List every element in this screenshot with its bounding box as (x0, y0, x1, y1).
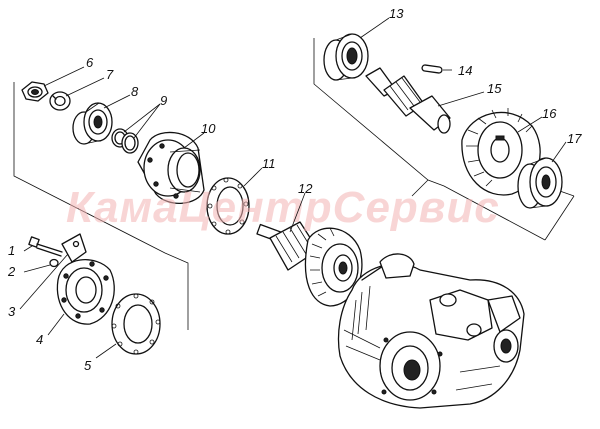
part-2-washer (49, 258, 59, 268)
part-13-bearing (323, 33, 369, 81)
watermark: КамаЦентрСервис (66, 183, 500, 232)
callout-9: 9 (160, 93, 167, 108)
callout-11: 11 (262, 156, 276, 171)
callout-labels: 1 2 3 4 5 6 7 8 9 10 11 12 13 14 15 16 1… (7, 6, 582, 373)
axle-housing (337, 253, 525, 409)
callout-16: 16 (542, 106, 557, 121)
callout-7: 7 (106, 67, 114, 82)
part-3-lock-plate (61, 233, 87, 263)
part-15-shaft (365, 67, 451, 134)
part-4-cover (56, 259, 115, 325)
callout-8: 8 (131, 84, 139, 99)
leader-lines (19, 17, 567, 359)
callout-10: 10 (201, 121, 216, 136)
callout-5: 5 (84, 358, 92, 373)
callout-12: 12 (298, 181, 313, 196)
callout-15: 15 (487, 81, 502, 96)
part-8-bearing (72, 102, 113, 145)
part-12-drive-pinion (256, 221, 363, 307)
callout-13: 13 (389, 6, 404, 21)
part-6-nut (21, 81, 49, 102)
callout-4: 4 (36, 332, 43, 347)
part-7-washer (49, 91, 71, 111)
callout-17: 17 (567, 131, 582, 146)
part-17-bearing (517, 157, 563, 209)
part-11-gasket (206, 177, 250, 235)
part-1-bolt (28, 236, 63, 257)
callout-6: 6 (86, 55, 94, 70)
callout-2: 2 (7, 264, 16, 279)
callout-3: 3 (8, 304, 16, 319)
part-5-gasket (111, 293, 161, 355)
part-10-bearing-housing (137, 131, 205, 205)
part-9-shims (111, 128, 139, 154)
part-14-key (421, 64, 443, 74)
callout-1: 1 (8, 243, 15, 258)
callout-14: 14 (458, 63, 472, 78)
